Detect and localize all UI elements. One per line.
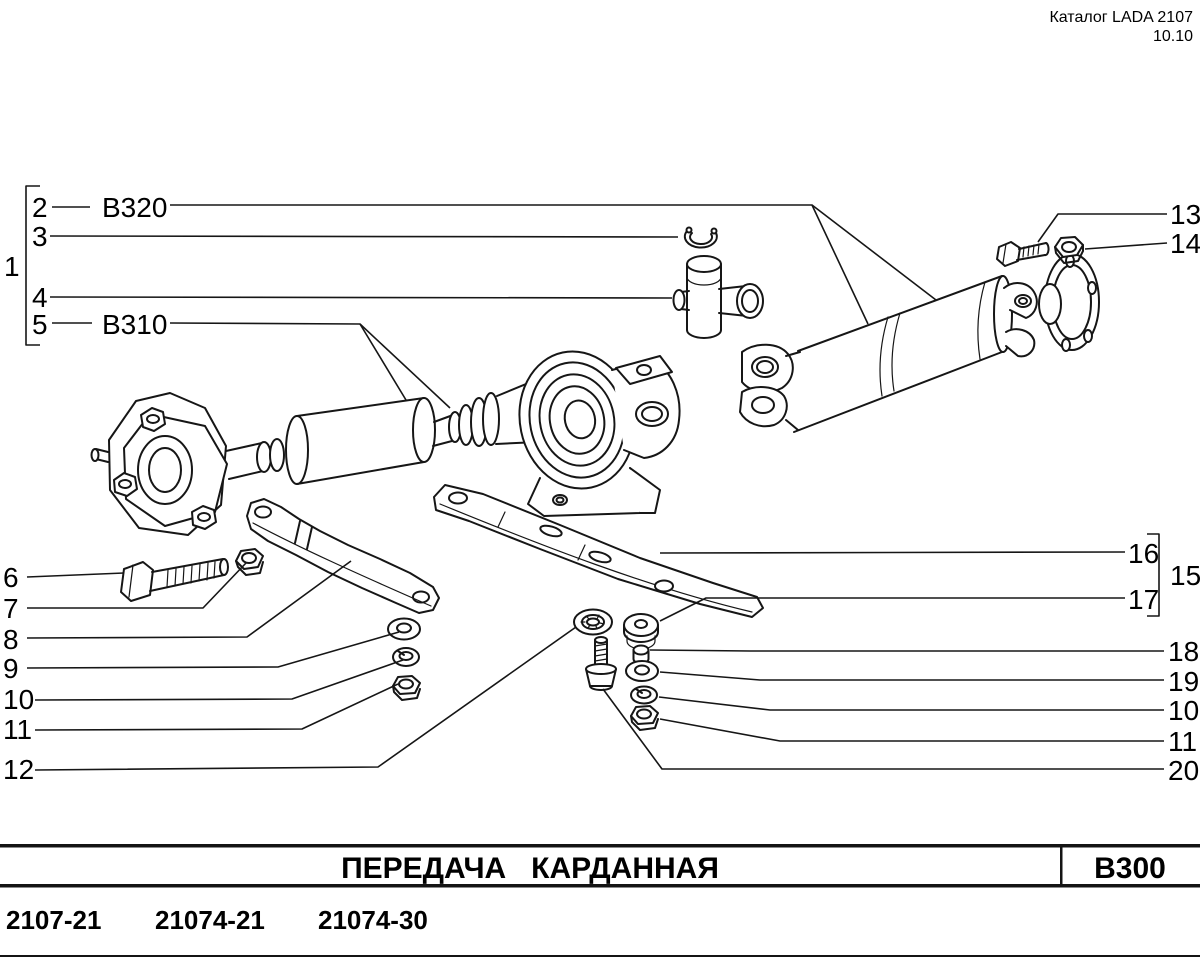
footer-top-rule: [0, 844, 1200, 848]
callout-7: 7: [3, 593, 19, 624]
lock-washer: [573, 608, 613, 636]
leader-line-18: [649, 649, 1164, 652]
footer-bottom-rule: [0, 884, 1200, 888]
bracket-bolt: [120, 558, 229, 602]
flat-washer-left: [387, 617, 421, 641]
callout-11: 11: [3, 714, 32, 745]
leader-line-4: [49, 296, 673, 299]
callout-10: 10: [3, 684, 34, 715]
leader-line-11: [659, 718, 1164, 742]
rubber-grommet: [623, 613, 659, 650]
front-flange-coupling: [90, 392, 228, 536]
callout-19: 19: [1168, 666, 1199, 697]
rear-drive-shaft: [793, 275, 1013, 433]
footer-divider: [1060, 844, 1063, 888]
callout-B310: B310: [102, 309, 167, 340]
callout-B320: B320: [102, 192, 167, 223]
leader-line-10: [34, 659, 404, 701]
leader-line-3: [49, 235, 679, 238]
front-drive-shaft: [225, 376, 544, 485]
model-list: 2107-21 21074-21 21074-30: [6, 905, 428, 935]
u-joint-spider: [672, 255, 764, 339]
callout-13: 13: [1170, 199, 1200, 230]
callout-20: 20: [1168, 755, 1199, 786]
callout-6: 6: [3, 562, 19, 593]
callout-17: 17: [1128, 584, 1159, 615]
safety-bracket: [246, 498, 440, 614]
bracket-nut: [235, 548, 264, 576]
leader-line-16: [659, 551, 1126, 554]
callout-11: 11: [1168, 726, 1197, 757]
leader-line-20: [602, 688, 1164, 770]
rear-u-joint: [1003, 282, 1038, 358]
section-title: ПЕРЕДАЧА КАРДАННАЯ: [341, 852, 719, 885]
bracket-group-15: [1147, 533, 1160, 617]
leader-line-13: [1037, 213, 1167, 243]
callout-5: 5: [32, 309, 48, 340]
parts-illustration: [90, 226, 1100, 731]
leader-line-10: [658, 696, 1164, 711]
leader-line-17: [659, 597, 1125, 622]
leader-line-14: [1084, 242, 1168, 250]
callout-12: 12: [3, 754, 34, 785]
leader-line-19: [659, 671, 1164, 681]
leader-line-11: [34, 683, 399, 731]
leader-line-6: [26, 572, 125, 578]
snap-ring: [683, 226, 718, 249]
rear-shaft-yoke: [739, 343, 801, 431]
callout-3: 3: [32, 221, 48, 252]
spring-washer-left: [392, 647, 420, 667]
leader-line-9: [26, 631, 400, 669]
callout-10: 10: [1168, 695, 1199, 726]
callout-16: 16: [1128, 538, 1159, 569]
model-3: 21074-30: [318, 905, 428, 935]
nut-right: [630, 705, 659, 731]
callout-4: 4: [32, 282, 48, 313]
leader-line-7: [27, 562, 247, 609]
callout-1: 1: [4, 251, 20, 282]
section-code: B300: [1094, 852, 1166, 885]
page-number: 10.10: [1153, 28, 1193, 45]
callout-18: 18: [1168, 636, 1199, 667]
callout-8: 8: [3, 624, 19, 655]
leader-line-B320-branch: [811, 204, 937, 301]
nut-left: [392, 675, 421, 701]
rear-flange: [1038, 253, 1100, 352]
page-chrome: Каталог LADA 2107 10.10 ПЕРЕДАЧА КАРДАНН…: [0, 9, 1200, 957]
bracket-group-1: [25, 185, 40, 346]
catalog-title: Каталог LADA 2107: [1049, 9, 1193, 26]
callout-14: 14: [1170, 228, 1200, 259]
crossmember: [433, 484, 764, 618]
leader-line-8: [26, 560, 352, 639]
leader-line-12: [34, 626, 577, 771]
support-bolt: [585, 636, 617, 691]
page-bottom-rule: [0, 955, 1200, 957]
callout-15: 15: [1170, 560, 1200, 591]
flat-washer-right: [625, 660, 659, 682]
center-bearing-support: [518, 350, 681, 517]
callout-9: 9: [3, 653, 19, 684]
model-1: 2107-21: [6, 905, 101, 935]
flange-bolt: [996, 241, 1050, 267]
callout-2: 2: [32, 192, 48, 223]
spring-washer-right: [630, 685, 658, 705]
footer-table: ПЕРЕДАЧА КАРДАННАЯ B300: [0, 844, 1200, 888]
flange-nut: [1054, 236, 1084, 264]
model-2: 21074-21: [155, 905, 265, 935]
leader-line-B310-branch: [359, 323, 451, 409]
